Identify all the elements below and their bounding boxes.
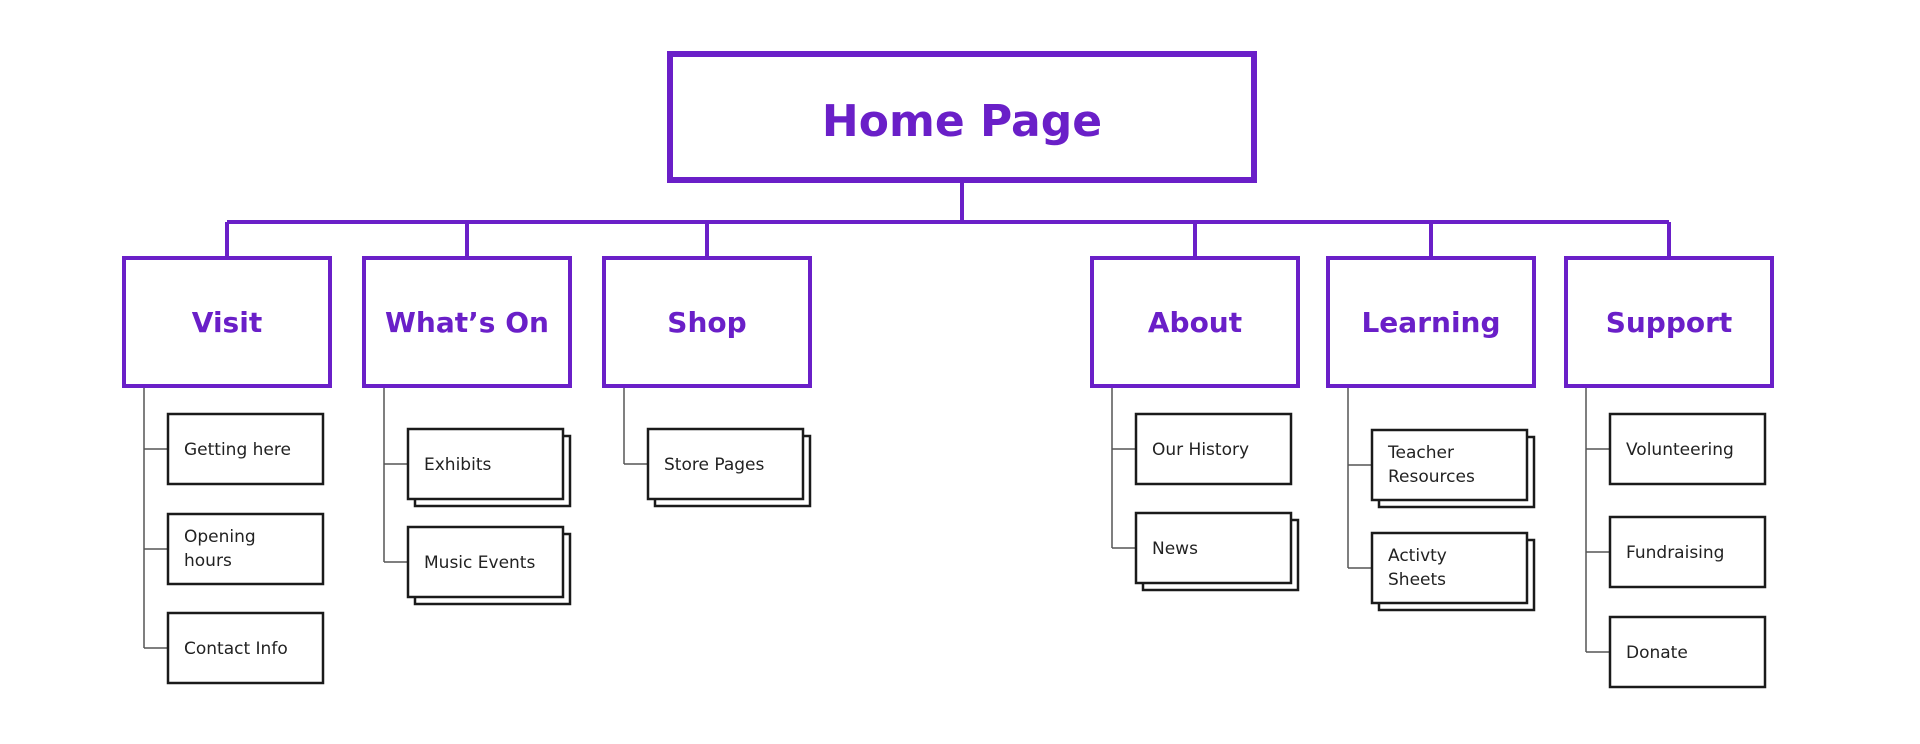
page-label: Exhibits — [424, 455, 491, 475]
section-node: Visit — [122, 256, 332, 388]
root-node: Home Page — [667, 51, 1257, 183]
page-box — [406, 427, 565, 501]
page-box — [1608, 615, 1767, 689]
section-box — [362, 256, 572, 388]
page-label: Contact Info — [184, 639, 288, 659]
page-label: Music Events — [424, 553, 535, 573]
page-node: Music Events — [406, 525, 572, 606]
page-node: Contact Info — [166, 611, 325, 685]
section-nodes: Visit What’s On Shop About Learning Support — [122, 256, 1774, 388]
page-label: Donate — [1626, 643, 1688, 663]
page-box — [166, 412, 325, 486]
root-box — [667, 51, 1257, 183]
page-box — [1370, 531, 1529, 605]
page-box — [166, 611, 325, 685]
section-node: About — [1090, 256, 1300, 388]
page-node: Store Pages — [646, 427, 812, 508]
page-box — [1608, 412, 1767, 486]
page-node: Exhibits — [406, 427, 572, 508]
page-node: Fundraising — [1608, 515, 1767, 589]
section-box — [1090, 256, 1300, 388]
page-label: Fundraising — [1626, 543, 1724, 563]
page-box — [1134, 412, 1293, 486]
page-label: Our History — [1152, 440, 1249, 460]
page-node: Volunteering — [1608, 412, 1767, 486]
page-box — [166, 512, 325, 586]
section-label: About — [1148, 306, 1242, 339]
page-box — [1134, 511, 1293, 585]
page-node: Donate — [1608, 615, 1767, 689]
section-box — [1326, 256, 1536, 388]
page-box — [646, 427, 805, 501]
section-label: What’s On — [385, 306, 549, 339]
section-label: Visit — [192, 306, 262, 339]
section-box — [1564, 256, 1774, 388]
section-node: What’s On — [362, 256, 572, 388]
page-node: Our History — [1134, 412, 1293, 486]
section-label: Support — [1606, 306, 1733, 339]
page-node: News — [1134, 511, 1300, 592]
root-label: Home Page — [822, 96, 1102, 147]
page-label: Getting here — [184, 440, 291, 460]
page-box — [1370, 428, 1529, 502]
section-box — [122, 256, 332, 388]
section-node: Shop — [602, 256, 812, 388]
section-node: Learning — [1326, 256, 1536, 388]
page-box — [406, 525, 565, 599]
section-node: Support — [1564, 256, 1774, 388]
section-box — [602, 256, 812, 388]
page-label: Store Pages — [664, 455, 764, 475]
section-label: Shop — [667, 306, 746, 339]
page-label: Volunteering — [1626, 440, 1734, 460]
connectors — [143, 180, 1671, 653]
page-label: News — [1152, 539, 1198, 559]
page-node: Getting here — [166, 412, 325, 486]
section-label: Learning — [1361, 306, 1500, 339]
page-box — [1608, 515, 1767, 589]
